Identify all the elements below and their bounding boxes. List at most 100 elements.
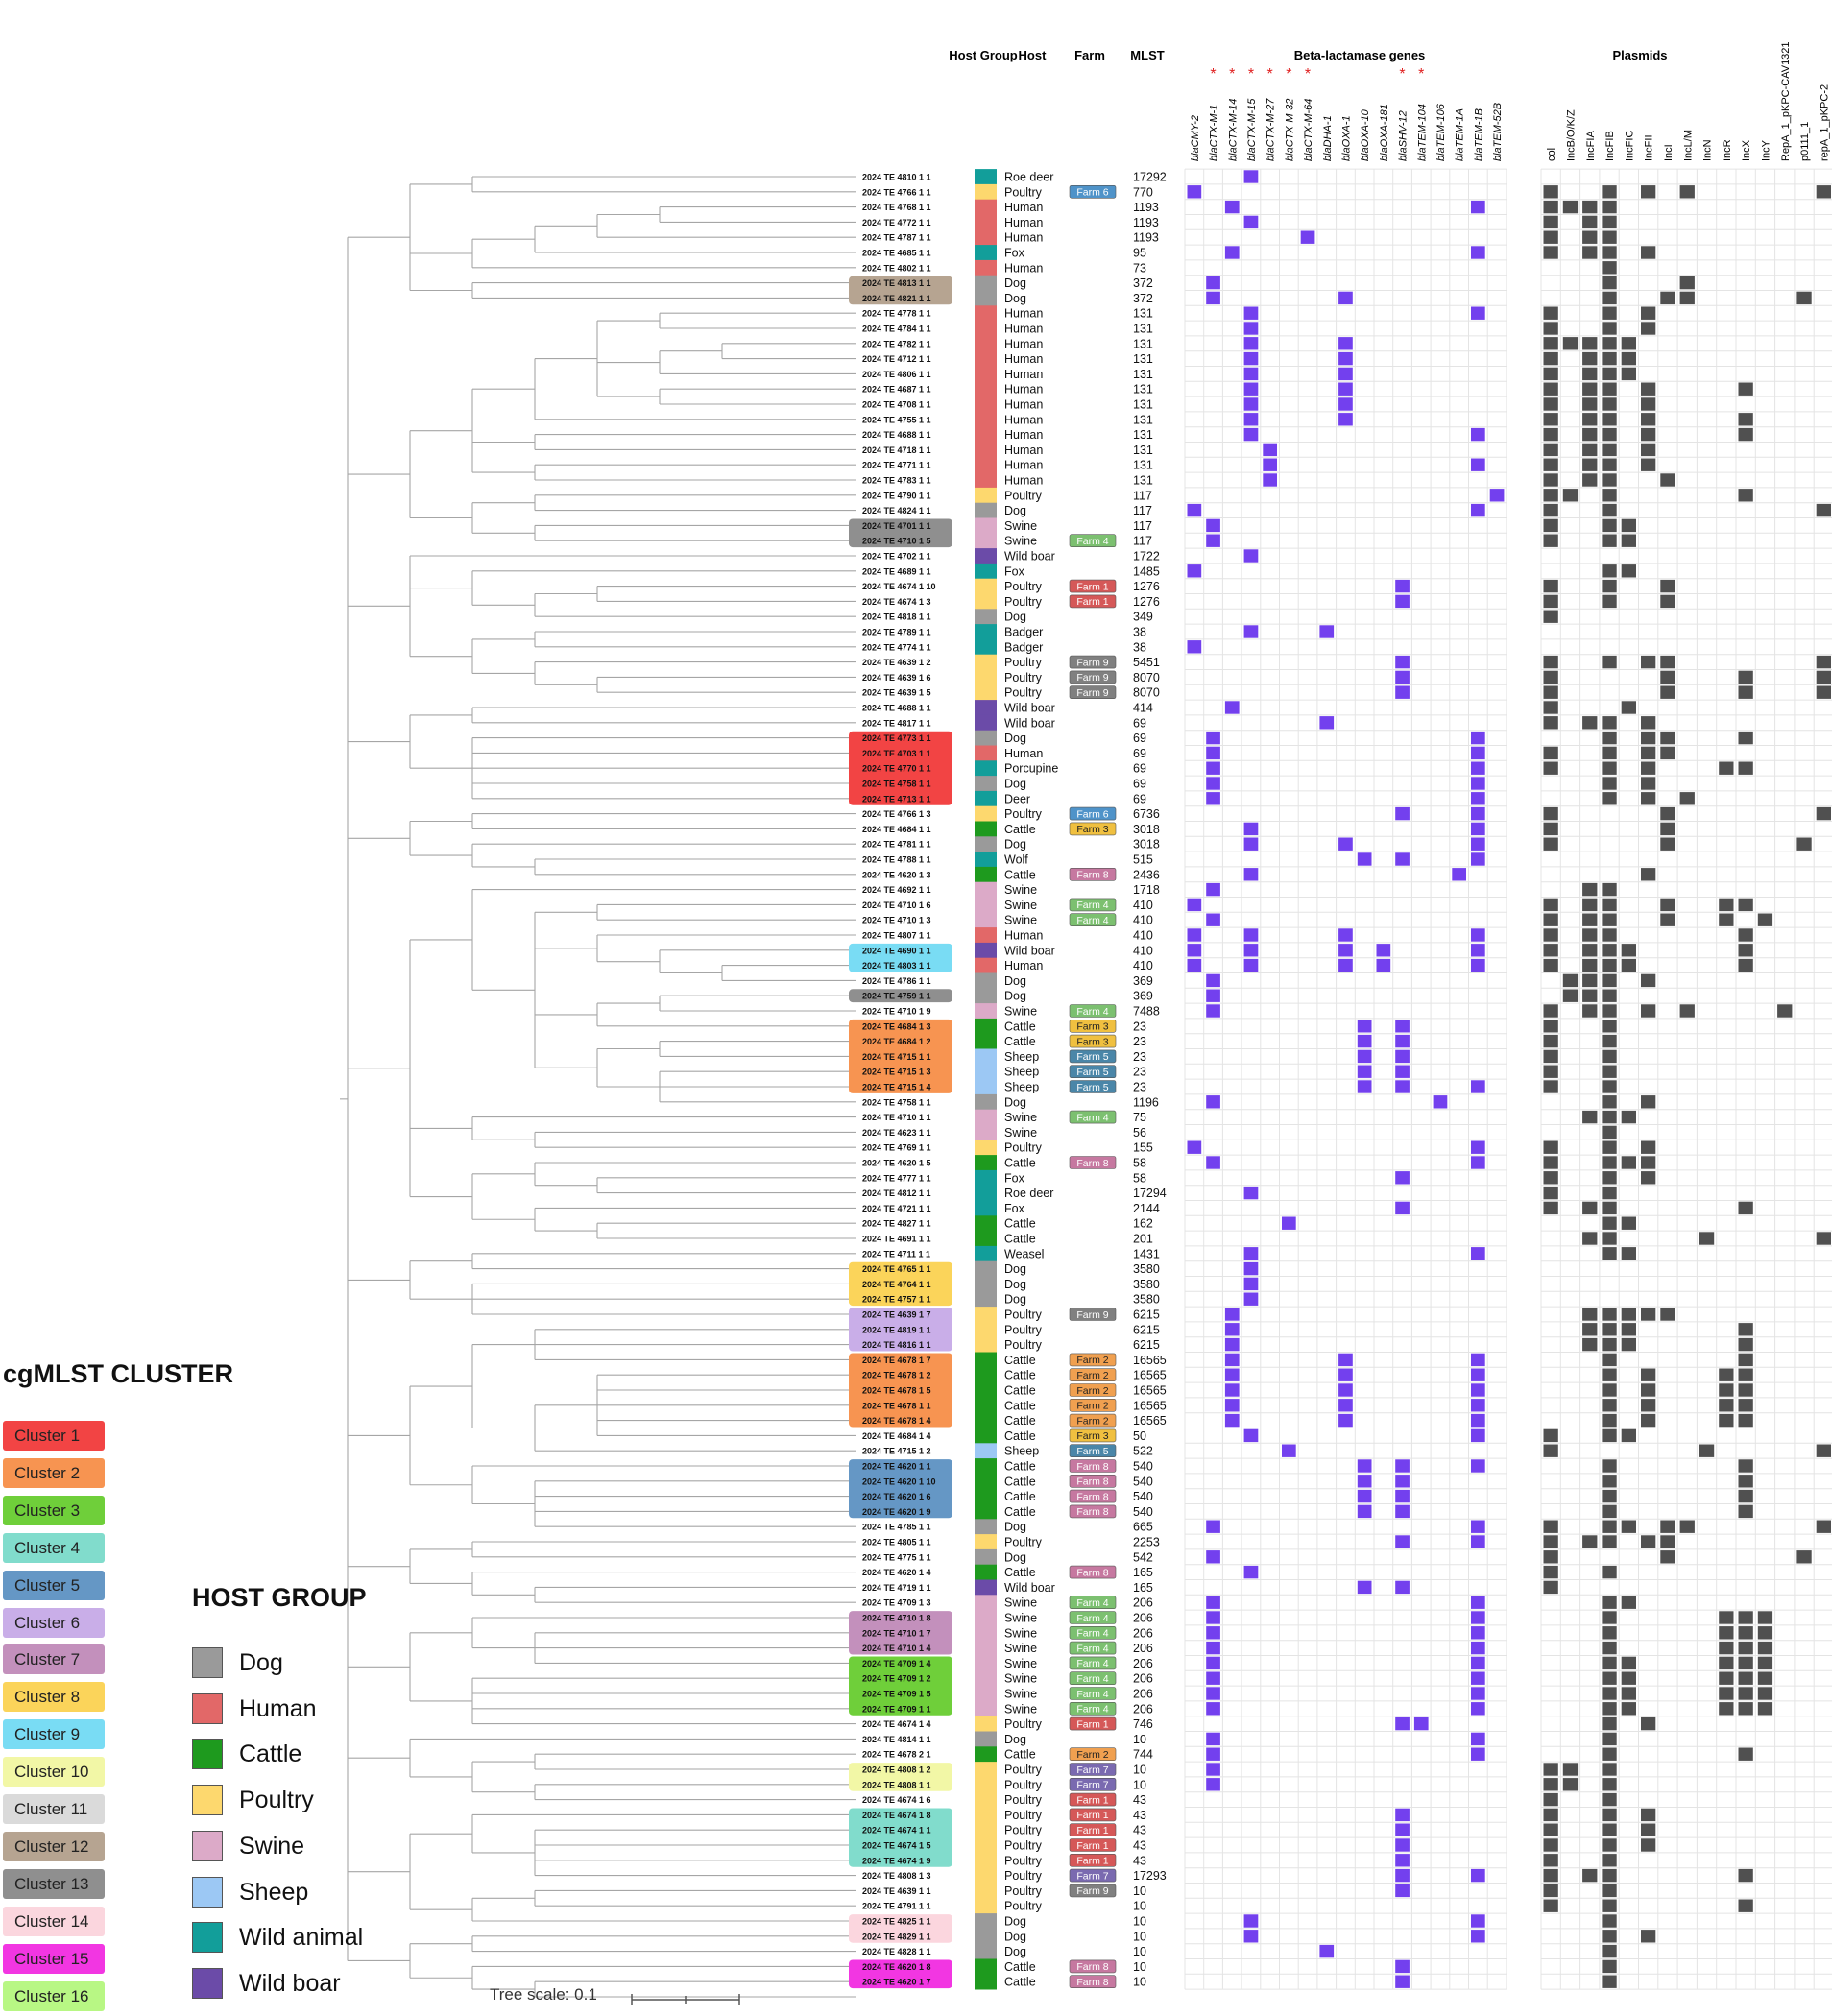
plasmid-presence [1738,1201,1753,1215]
gene-presence [1395,806,1410,821]
plasmid-presence [1602,1687,1617,1700]
host-group-cell [975,1746,997,1763]
plasmid-presence [1641,1823,1656,1836]
host-group-cell [975,714,997,732]
plasmid-column-label: IncY [1760,139,1772,161]
isolate-id: 2024 TE 4639 1 6 [862,673,931,683]
plasmid-presence [1816,503,1831,517]
host-group-cell [975,1109,997,1125]
gene-presence [1395,1080,1410,1093]
farm-label: Farm 2 [1076,1401,1108,1412]
farm-label: Farm 5 [1076,1446,1108,1457]
plasmid-presence [1543,655,1558,669]
plasmid-presence [1738,1641,1753,1655]
gene-presence [1206,761,1220,775]
host-group-cell [975,1640,997,1656]
gene-presence [1471,1353,1485,1367]
plasmid-presence [1543,1823,1558,1836]
plasmid-presence [1602,276,1617,290]
host-group-cell [975,169,997,185]
isolate-id: 2024 TE 4757 1 1 [862,1295,931,1305]
gene-presence [1206,1656,1220,1670]
mlst-value: 69 [1133,792,1146,805]
gene-presence [1395,1489,1410,1503]
host-label: Wolf [1004,853,1028,867]
plasmid-presence [1582,898,1598,912]
plasmid-presence [1602,503,1617,517]
tree-scale-bar [631,1994,740,2005]
host-group-cell [975,957,997,973]
farm-label: Farm 8 [1076,1977,1108,1988]
plasmid-column-label: IncB/O/K/Z [1565,109,1577,161]
mlst-value: 10 [1133,1778,1146,1791]
isolate-id: 2024 TE 4719 1 1 [862,1583,931,1593]
plasmid-presence [1679,276,1695,290]
host-group-cell [975,426,997,443]
mlst-value: 2253 [1133,1536,1160,1549]
plasmid-presence [1602,913,1617,926]
gene-presence [1338,351,1353,366]
plasmid-presence [1543,1580,1558,1595]
host-label: Cattle [1004,1414,1036,1428]
isolate-id: 2024 TE 4639 1 7 [862,1310,931,1320]
farm-label: Farm 3 [1076,824,1108,835]
plasmid-presence [1602,1778,1617,1791]
gene-presence [1243,1930,1259,1943]
plasmid-presence [1738,928,1753,942]
mlst-value: 23 [1133,1020,1146,1033]
isolate-id: 2024 TE 4783 1 1 [862,476,931,486]
gene-presence [1224,200,1240,214]
plasmid-presence [1621,1520,1636,1533]
cluster-highlight [849,989,952,1003]
isolate-id: 2024 TE 4808 1 3 [862,1871,931,1881]
plasmid-presence [1602,1504,1617,1519]
plasmid-presence [1582,1868,1598,1883]
gene-presence [1243,958,1259,972]
host-label: Cattle [1004,1460,1036,1474]
gene-presence [1243,170,1259,183]
gene-presence [1243,413,1259,426]
host-label: Cattle [1004,1035,1036,1048]
plasmid-presence [1602,989,1617,1002]
plasmid-presence [1543,1520,1558,1533]
plasmid-presence [1641,1808,1656,1822]
mlst-value: 23 [1133,1066,1146,1079]
isolate-id: 2024 TE 4775 1 1 [862,1552,931,1562]
plasmid-presence [1582,443,1598,457]
host-group-cell [975,1867,997,1884]
host-group-cell [975,897,997,913]
plasmid-presence [1543,382,1558,396]
gene-presence [1187,1140,1202,1154]
gene-presence [1319,625,1335,638]
host-group-cell [975,624,997,640]
plasmid-presence [1562,1778,1579,1791]
gene-presence [1395,1034,1410,1048]
cluster-legend-item: Cluster 2 [3,1457,105,1488]
plasmid-presence [1582,351,1598,366]
isolate-id: 2024 TE 4764 1 1 [862,1280,931,1289]
host-label: Wild boar [1004,944,1055,957]
mlst-value: 16565 [1133,1369,1167,1382]
gene-presence [1471,837,1485,851]
gene-presence [1187,928,1202,942]
plasmid-column-label: IncFIC [1624,131,1635,161]
plasmid-presence [1602,1596,1617,1609]
farm-badge [1069,1671,1117,1685]
farm-label: Farm 3 [1076,1430,1108,1442]
farm-badge [1069,1596,1117,1609]
plasmid-presence [1660,806,1675,821]
star-marker: * [1418,66,1424,83]
gene-presence [1187,185,1202,199]
mlst-value: 201 [1133,1233,1153,1246]
gene-presence [1471,1596,1485,1609]
plasmid-presence [1602,1792,1617,1807]
